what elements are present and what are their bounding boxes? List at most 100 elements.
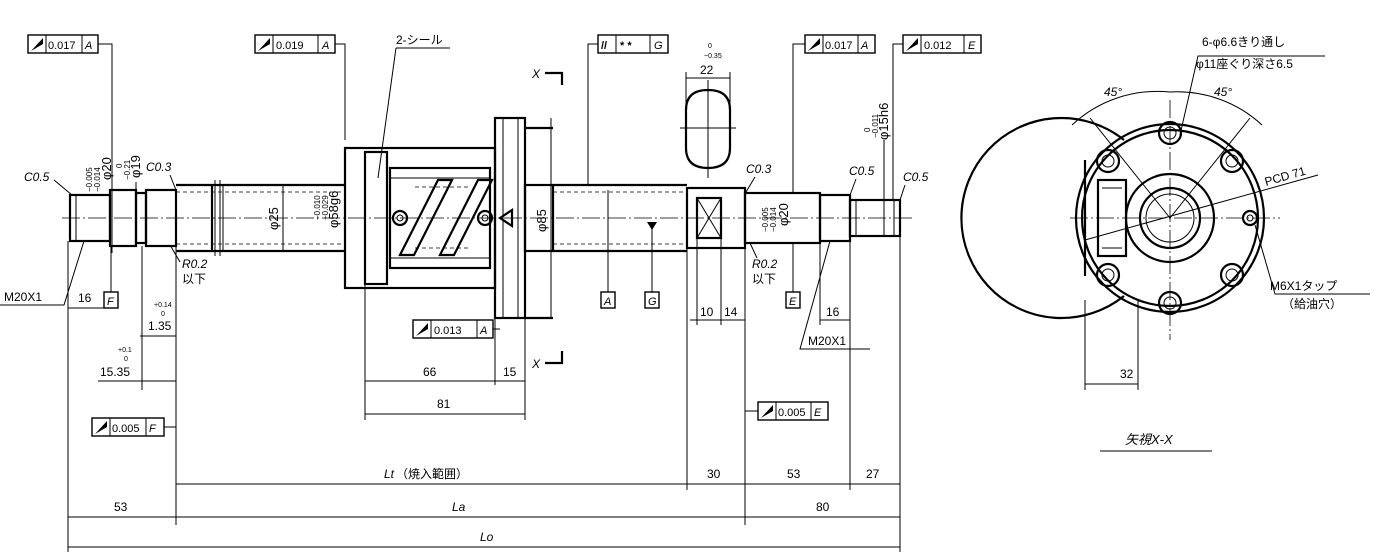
- fcf-datum: F: [149, 423, 157, 435]
- svg-text:0: 0: [115, 163, 124, 168]
- diameter-phi20-right: −0.005 −0.014 φ20: [761, 203, 791, 232]
- fcf-value: 0.017: [48, 40, 76, 52]
- svg-text:−0.029: −0.029: [321, 195, 330, 220]
- diameter-phi15h6: 0 −0.011 φ15h6: [863, 103, 891, 236]
- fcf-value: 0.017: [825, 40, 853, 52]
- chamfer-c03-right: C0.3: [746, 162, 772, 176]
- fcf-value: 0.012: [924, 40, 952, 52]
- fcf-datum: A: [84, 40, 92, 52]
- datum-g: G: [648, 296, 657, 308]
- svg-text:+0.1: +0.1: [118, 347, 132, 354]
- dim-16-right: 16: [819, 241, 851, 325]
- return-tubes: [398, 178, 494, 257]
- svg-text:−0.005: −0.005: [85, 167, 94, 192]
- holes-note-1: 6-φ6.6きり通し: [1202, 35, 1285, 49]
- svg-text:1.35: 1.35: [148, 319, 172, 333]
- datum-a: A: [603, 296, 611, 308]
- svg-text:Lt: Lt: [384, 467, 395, 481]
- chamfer-c03-left: C0.3: [146, 160, 172, 174]
- svg-text:φ25: φ25: [266, 207, 281, 230]
- dim-lo: Lo: [68, 530, 900, 548]
- dim-80: 80: [745, 500, 900, 518]
- diameter-phi20-left: −0.005 −0.014 φ20: [85, 157, 114, 192]
- fcf-value: 0.005: [112, 423, 140, 435]
- keyway-section: 22 0 −0.35: [680, 43, 736, 178]
- datum-e: E: [789, 296, 797, 308]
- seal-label: 2-シール: [396, 33, 443, 47]
- fillet-r02-left-sub: 以下: [182, 272, 206, 286]
- svg-text:+0.14: +0.14: [154, 302, 172, 309]
- svg-text:La: La: [452, 500, 466, 514]
- svg-text:（焼入範囲）: （焼入範囲）: [396, 466, 468, 481]
- svg-text:15.35: 15.35: [100, 365, 130, 379]
- angle-right: 45°: [1214, 85, 1232, 99]
- thread-m20-right: M20X1: [808, 334, 846, 348]
- fcf-datum: E: [968, 40, 976, 52]
- diameter-phi19: 0 −0.21 φ19: [115, 155, 143, 246]
- fcf-flange-parallel: // * * G: [587, 34, 669, 185]
- svg-text:27: 27: [866, 467, 880, 481]
- fcf-left-017: 0.017 A: [27, 34, 113, 183]
- fcf-symbol: //: [601, 40, 607, 52]
- dim-15-35: +0.1 0 15.35: [98, 246, 177, 525]
- svg-text:80: 80: [816, 500, 830, 514]
- dim-53-left: 53: [67, 241, 176, 552]
- svg-text:0: 0: [863, 127, 872, 132]
- svg-text:16: 16: [78, 291, 92, 305]
- svg-text:φ20: φ20: [99, 157, 114, 180]
- svg-text:66: 66: [423, 365, 437, 379]
- svg-text:0: 0: [161, 311, 165, 318]
- dim-10-14: 10 14: [690, 238, 746, 525]
- fcf-left-005: 0.005 F: [91, 417, 176, 437]
- svg-text:φ20: φ20: [776, 203, 791, 226]
- ball-nut: [343, 146, 497, 290]
- tap-note-1: M6X1タップ: [1270, 279, 1337, 293]
- nut-flange: [493, 116, 555, 320]
- svg-text:−0.005: −0.005: [761, 207, 770, 232]
- fillet-r02-right: R0.2: [752, 257, 778, 271]
- dim-53-right: 53: [745, 325, 851, 490]
- fcf-value: * *: [620, 40, 632, 52]
- svg-text:14: 14: [724, 305, 738, 319]
- key-width-dimension: 22: [700, 63, 714, 77]
- fcf-flange-013: 0.013 A: [412, 319, 500, 339]
- bolt-holes: [1095, 120, 1245, 316]
- angle-left: 45°: [1104, 85, 1122, 99]
- svg-text:16: 16: [826, 305, 840, 319]
- fcf-right-017: 0.017 A: [792, 34, 876, 193]
- diameter-phi85: φ85: [534, 118, 552, 318]
- dim-66: 66: [364, 284, 495, 420]
- datum-f: F: [107, 296, 115, 308]
- right-shaft-end: [685, 186, 902, 250]
- dim-15-flange: 15: [494, 318, 525, 385]
- svg-text:X: X: [531, 357, 541, 371]
- chamfer-c05-right-1: C0.5: [849, 164, 875, 178]
- dim-la: La: [176, 500, 745, 518]
- fillet-r02-right-sub: 以下: [752, 272, 776, 286]
- svg-text:φ19: φ19: [128, 155, 143, 178]
- holes-note-2: φ11座ぐり深さ6.5: [1196, 56, 1293, 71]
- fcf-value: 0.005: [778, 407, 806, 419]
- svg-text:−0.21: −0.21: [123, 159, 132, 180]
- dim-27: 27: [850, 236, 901, 552]
- dim-1-35: +0.14 0 1.35: [140, 302, 176, 337]
- dim-30: 30: [687, 467, 745, 485]
- fcf-right-012: 0.012 E: [892, 34, 982, 200]
- chamfer-c05-left: C0.5: [24, 170, 50, 184]
- svg-text:−0.014: −0.014: [769, 207, 778, 232]
- section-mark-top: X: [531, 67, 564, 85]
- dim-32: 32: [1120, 367, 1134, 381]
- fcf-value: 0.013: [434, 325, 462, 337]
- fillet-r02-left: R0.2: [182, 257, 208, 271]
- fcf-datum: E: [814, 407, 822, 419]
- svg-text:−0.011: −0.011: [871, 113, 880, 138]
- datum-markers: A G E F: [103, 190, 801, 309]
- dim-lt: Lt （焼入範囲）: [176, 248, 688, 490]
- screw-shaft-right: [553, 183, 687, 253]
- svg-text:10: 10: [700, 305, 714, 319]
- fcf-datum: G: [654, 40, 663, 52]
- dim-81: 81: [365, 318, 526, 420]
- dim-16-left: 16: [68, 291, 110, 309]
- tap-note-2: （給油穴）: [1282, 296, 1342, 311]
